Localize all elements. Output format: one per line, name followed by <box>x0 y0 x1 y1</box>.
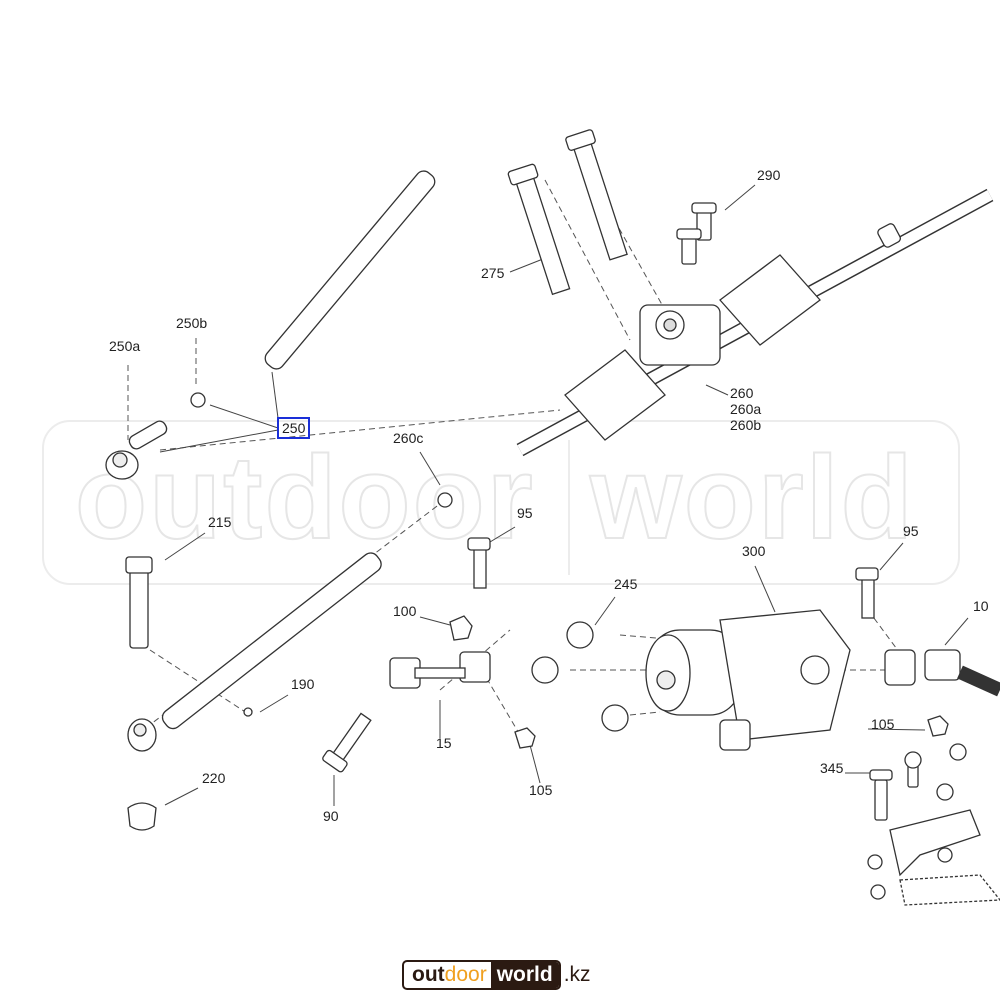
watermark-text-left: outdoor <box>74 431 535 565</box>
callout-260b[interactable]: 260b <box>730 417 762 433</box>
tie-rod-end-lower <box>127 718 157 831</box>
nut-105a <box>514 727 536 749</box>
logo-text-out: out <box>412 963 445 986</box>
logo-text-world: world <box>490 962 559 988</box>
callout-250-selected[interactable]: 250 <box>277 417 311 439</box>
callout-95[interactable]: 95 <box>517 505 533 521</box>
callout-190[interactable]: 190 <box>291 676 315 692</box>
logo-text-door: door <box>444 963 487 986</box>
bolt-95-b <box>855 567 879 619</box>
watermark-frame <box>42 420 960 585</box>
pin-190 <box>243 707 253 717</box>
logo-text-kz: .kz <box>563 963 591 986</box>
callout-290[interactable]: 290 <box>757 167 781 183</box>
callout-220[interactable]: 220 <box>202 770 226 786</box>
motor-300 <box>645 609 851 751</box>
watermark-text-right: world <box>589 431 915 565</box>
washer-250b <box>190 392 206 408</box>
steering-rack <box>516 188 994 457</box>
bolt-275-a <box>507 163 571 296</box>
bolts-290 <box>676 202 717 265</box>
callout-260[interactable]: 260 <box>730 385 754 401</box>
bolt-215 <box>125 556 153 649</box>
watermark-divider <box>568 440 570 575</box>
callout-15[interactable]: 15 <box>436 735 452 751</box>
callout-105-right[interactable]: 105 <box>871 716 895 732</box>
callout-95-right[interactable]: 95 <box>903 523 919 539</box>
callout-345[interactable]: 345 <box>820 760 844 776</box>
callout-215[interactable]: 215 <box>208 514 232 530</box>
callout-250a[interactable]: 250a <box>109 338 141 354</box>
bolt-95-a <box>467 537 491 589</box>
callout-90[interactable]: 90 <box>323 808 339 824</box>
tie-rod-end-upper <box>105 420 168 480</box>
nut-260c <box>437 492 453 508</box>
bolt-90 <box>322 712 372 773</box>
tie-rod-tube-upper <box>264 170 436 370</box>
callout-245[interactable]: 245 <box>614 576 638 592</box>
callout-260c[interactable]: 260c <box>393 430 424 446</box>
bracket-345 <box>867 743 1000 906</box>
callout-105[interactable]: 105 <box>529 782 553 798</box>
logo-box: out door world <box>402 960 561 990</box>
callout-275[interactable]: 275 <box>481 265 505 281</box>
tie-rod-tube-lower <box>161 552 382 730</box>
u-joint-10 <box>884 649 1000 697</box>
nut-105b <box>927 715 949 737</box>
bushings-245 <box>531 621 629 732</box>
u-joint-15 <box>389 651 491 689</box>
nut-100 <box>449 615 473 641</box>
callout-300[interactable]: 300 <box>742 543 766 559</box>
bolt-275-b <box>565 129 628 261</box>
callout-100[interactable]: 100 <box>393 603 417 619</box>
site-logo: out door world .kz <box>402 960 591 990</box>
callout-260a[interactable]: 260a <box>730 401 762 417</box>
callout-250b[interactable]: 250b <box>176 315 208 331</box>
callout-10[interactable]: 10 <box>973 598 989 614</box>
